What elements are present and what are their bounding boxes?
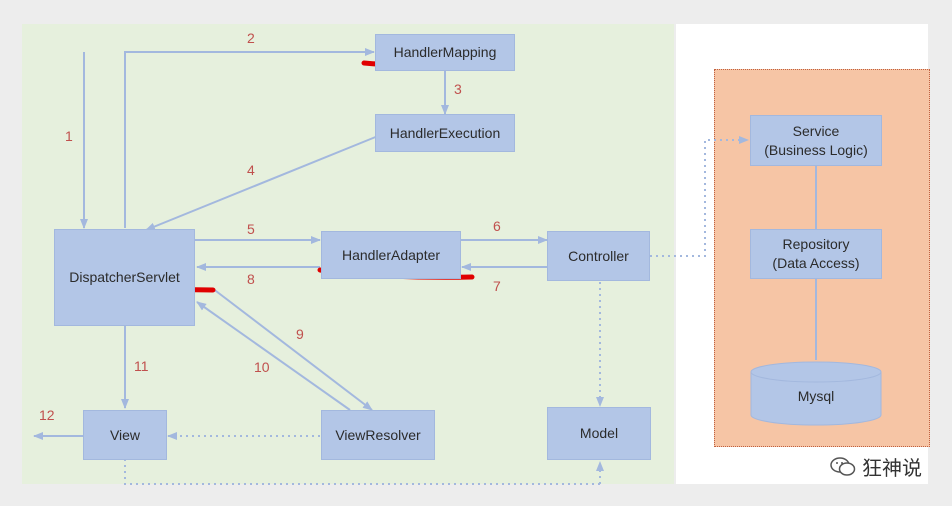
step-6-label: 6	[493, 218, 501, 234]
arrow-10	[196, 301, 351, 411]
step-12-label: 12	[39, 407, 55, 423]
step-7-label: 7	[493, 278, 501, 294]
handler-adapter-node: HandlerAdapter	[321, 231, 461, 279]
arrow-2	[124, 48, 375, 228]
watermark-text: 狂神说	[862, 456, 922, 480]
wechat-icon	[830, 456, 856, 476]
view-node: View	[83, 410, 167, 460]
controller-node: Controller	[547, 231, 650, 281]
handler-mapping-node: HandlerMapping	[375, 34, 515, 71]
step-2-label: 2	[247, 30, 255, 46]
step-10-label: 10	[254, 359, 270, 375]
mysql-cylinder	[750, 361, 882, 426]
arrow-model-view	[124, 460, 600, 485]
step-3-label: 3	[454, 81, 462, 97]
step-1-label: 1	[65, 128, 73, 144]
arrow-9	[211, 287, 373, 411]
model-node: Model	[547, 407, 651, 460]
handler-execution-node: HandlerExecution	[375, 114, 515, 152]
dispatcher-servlet-node: DispatcherServlet	[54, 229, 195, 326]
watermark: 狂神说	[830, 452, 922, 481]
step-9-label: 9	[296, 326, 304, 342]
step-4-label: 4	[247, 162, 255, 178]
service-node: Service (Business Logic)	[750, 115, 882, 166]
step-11-label: 11	[134, 358, 149, 374]
link-controller-service	[650, 136, 749, 257]
arrow-4	[145, 135, 379, 231]
step-5-label: 5	[247, 221, 255, 237]
mysql-label: Mysql	[797, 388, 835, 404]
view-resolver-node: ViewResolver	[321, 410, 435, 460]
repository-node: Repository (Data Access)	[750, 229, 882, 279]
step-8-label: 8	[247, 271, 255, 287]
